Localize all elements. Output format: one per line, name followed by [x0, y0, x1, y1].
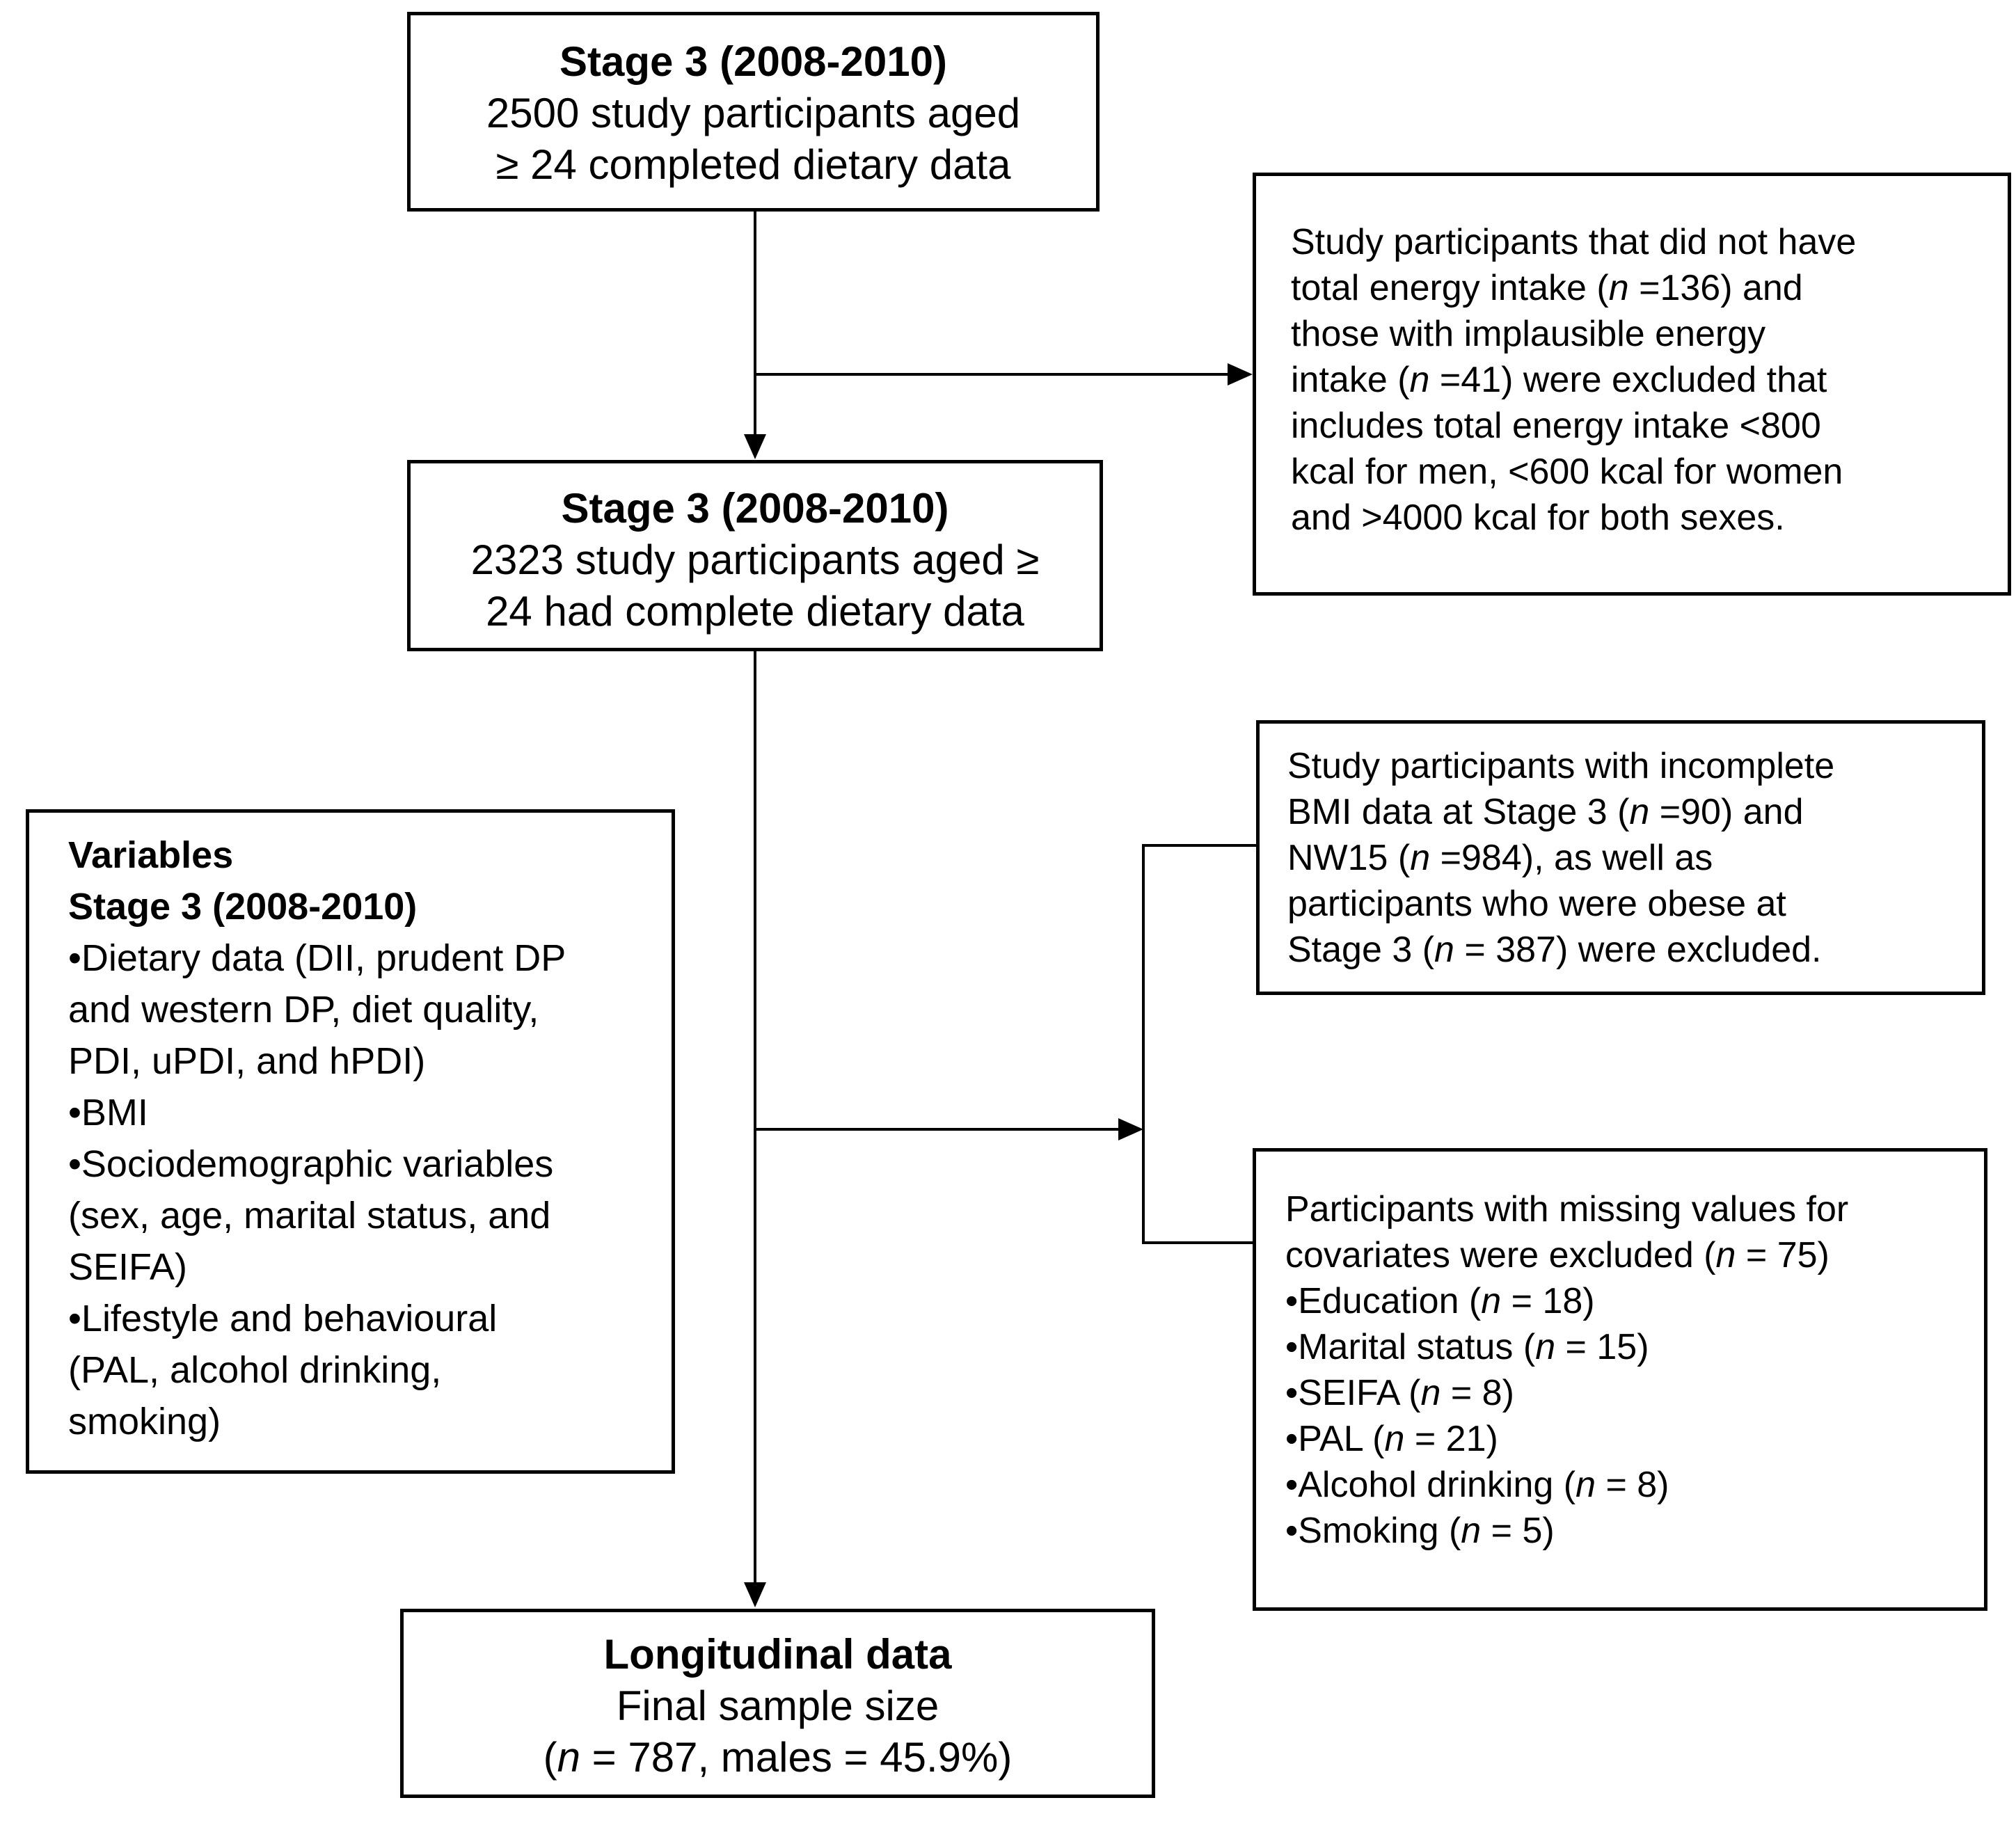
- variables-item-sociodemographic: •Sociodemographic variables (sex, age, m…: [68, 1143, 554, 1288]
- covariates-item-alcohol: •Alcohol drinking (n = 8): [1285, 1465, 1669, 1505]
- covariates-item-smoking: •Smoking (n = 5): [1285, 1511, 1555, 1551]
- covariates-item-marital-status: •Marital status (n = 15): [1285, 1327, 1649, 1367]
- box-final-sample-heading: Longitudinal data: [603, 1631, 952, 1678]
- box-stage3-initial: Stage 3 (2008-2010) 2500 study participa…: [407, 12, 1100, 212]
- bracket-top-stub-line: [1142, 844, 1257, 847]
- connector-complete-to-final-line: [754, 650, 756, 1584]
- box-stage3-complete-body: 2323 study participants aged ≥ 24 had co…: [470, 536, 1040, 635]
- connector-to-exclusion-bracket-line: [755, 1128, 1118, 1131]
- arrowhead-into-bracket-icon: [1118, 1118, 1143, 1140]
- covariates-item-pal: •PAL (n = 21): [1285, 1419, 1498, 1459]
- box-final-sample-line1: Final sample size: [616, 1682, 939, 1729]
- variables-item-bmi: •BMI: [68, 1092, 148, 1133]
- box-final-sample: Longitudinal data Final sample size (n =…: [400, 1609, 1155, 1798]
- box-variables: Variables Stage 3 (2008-2010) •Dietary d…: [26, 809, 675, 1474]
- arrowhead-into-stage3-complete-icon: [744, 434, 766, 459]
- box-exclusion-bmi: Study participants with incomplete BMI d…: [1256, 720, 1985, 995]
- box-stage3-complete-heading: Stage 3 (2008-2010): [561, 485, 949, 532]
- bracket-bottom-stub-line: [1142, 1241, 1254, 1244]
- arrowhead-into-energy-exclusion-icon: [1228, 363, 1253, 385]
- box-stage3-complete: Stage 3 (2008-2010) 2323 study participa…: [407, 460, 1103, 651]
- box-exclusion-covariates-intro: Participants with missing values for cov…: [1285, 1189, 1849, 1275]
- variables-item-dietary: •Dietary data (DII, prudent DP and weste…: [68, 937, 566, 1082]
- covariates-item-seifa: •SEIFA (n = 8): [1285, 1373, 1514, 1413]
- covariates-item-education: •Education (n = 18): [1285, 1281, 1595, 1321]
- box-variables-subheading: Stage 3 (2008-2010): [68, 886, 418, 928]
- box-exclusion-bmi-body: Study participants with incomplete BMI d…: [1287, 746, 1835, 970]
- box-stage3-initial-body: 2500 study participants aged ≥ 24 comple…: [486, 90, 1021, 188]
- box-exclusion-energy: Study participants that did not have tot…: [1253, 173, 2011, 596]
- variables-item-lifestyle: •Lifestyle and behavioural (PAL, alcohol…: [68, 1298, 498, 1442]
- bracket-vertical-line: [1142, 844, 1145, 1244]
- box-exclusion-covariates: Participants with missing values for cov…: [1253, 1148, 1987, 1611]
- box-variables-heading: Variables: [68, 834, 234, 876]
- box-final-sample-line2: (n = 787, males = 45.9%): [543, 1734, 1013, 1781]
- connector-initial-to-complete-line: [754, 210, 756, 437]
- arrowhead-into-final-icon: [744, 1582, 766, 1607]
- box-exclusion-energy-body: Study participants that did not have tot…: [1291, 222, 1857, 538]
- box-stage3-initial-heading: Stage 3 (2008-2010): [559, 38, 947, 85]
- connector-to-energy-exclusion-line: [755, 373, 1229, 376]
